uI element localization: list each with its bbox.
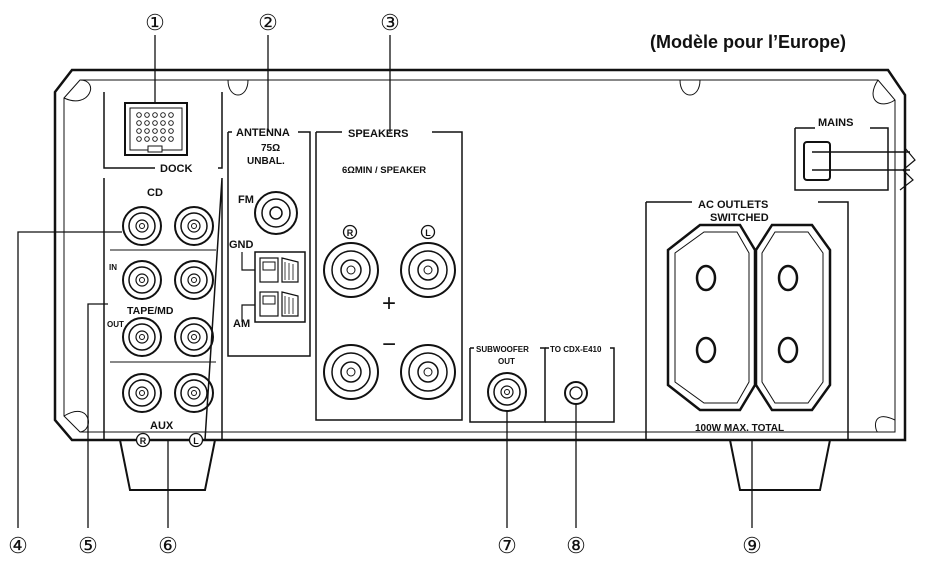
callout-2: ② — [258, 10, 278, 35]
mains-label: MAINS — [818, 117, 853, 129]
speaker-l-plus-terminal — [400, 242, 456, 298]
dock-connector — [124, 102, 188, 156]
fm-jack — [254, 191, 298, 235]
speakers-label: SPEAKERS — [348, 128, 409, 140]
aux-l-jack — [174, 373, 214, 413]
callout-4: ④ — [8, 533, 28, 558]
analog-io-section: CD IN TAPE/MD OUT AUX R L — [103, 177, 223, 448]
am-gnd-terminals — [254, 251, 306, 323]
subwoofer-section: SUBWOOFER OUT — [469, 345, 546, 423]
tape-out-r-jack — [122, 317, 162, 357]
tape-out-l-jack — [174, 317, 214, 357]
plus-sign: + — [382, 290, 396, 317]
gnd-label: GND — [229, 239, 254, 251]
callout-5: ⑤ — [78, 533, 98, 558]
max-total-label: 100W MAX. TOTAL — [695, 423, 784, 434]
leader-4 — [17, 231, 122, 528]
ac-outlet-right — [754, 223, 832, 412]
tape-in-r-jack — [122, 260, 162, 300]
cdx-section: TO CDX-E410 — [545, 345, 615, 423]
fm-label: FM — [238, 194, 254, 206]
svg-text:R: R — [140, 436, 147, 446]
callout-numbers: ① ② ③ ④ ⑤ ⑥ ⑦ ⑧ ⑨ — [8, 10, 762, 558]
speaker-r-plus-terminal — [323, 242, 379, 298]
tape-md-label: TAPE/MD — [127, 305, 174, 317]
mains-cord — [803, 141, 916, 191]
antenna-section: ANTENNA 75Ω UNBAL. FM GND AM — [227, 127, 311, 357]
speakers-section: SPEAKERS 6ΩMIN / SPEAKER R L + − — [315, 128, 463, 421]
am-label: AM — [233, 318, 250, 330]
speaker-l-minus-terminal — [400, 344, 456, 400]
aux-r-marker: R — [135, 432, 151, 448]
callout-9: ⑨ — [742, 533, 762, 558]
callout-6: ⑥ — [158, 533, 178, 558]
speaker-r-minus-terminal — [323, 344, 379, 400]
cdx-jack — [564, 381, 588, 405]
ac-outlets-section: AC OUTLETS SWITCHED 100W MAX. TOTAL — [645, 199, 849, 441]
leader-5 — [87, 303, 108, 528]
out-label: OUT — [107, 320, 124, 329]
to-cdx-label: TO CDX-E410 — [550, 345, 602, 354]
svg-text:R: R — [347, 228, 354, 238]
cd-label: CD — [147, 187, 163, 199]
aux-label: AUX — [150, 420, 174, 432]
tape-in-l-jack — [174, 260, 214, 300]
callout-7: ⑦ — [497, 533, 517, 558]
callout-3: ③ — [380, 10, 400, 35]
speaker-l-marker: L — [420, 224, 436, 240]
aux-r-jack — [122, 373, 162, 413]
minus-sign: − — [382, 331, 396, 358]
ac-outlets-label: AC OUTLETS — [698, 199, 768, 211]
callout-8: ⑧ — [566, 533, 586, 558]
ac-outlet-left — [666, 223, 757, 412]
region-label: (Modèle pour l’Europe) — [650, 32, 846, 52]
callout-leaders — [17, 35, 753, 528]
aux-l-marker: L — [188, 432, 204, 448]
subwoofer-label: SUBWOOFER — [476, 345, 529, 354]
dock-label: DOCK — [160, 163, 192, 175]
mains-section: MAINS — [794, 117, 916, 191]
cd-l-jack — [174, 206, 214, 246]
antenna-unbal-label: UNBAL. — [247, 156, 285, 167]
subwoofer-out-label: OUT — [498, 357, 515, 366]
speaker-r-marker: R — [342, 224, 358, 240]
subwoofer-jack — [487, 372, 527, 412]
dock-section: DOCK — [103, 92, 223, 175]
callout-1: ① — [145, 10, 165, 35]
speaker-min-label: 6ΩMIN / SPEAKER — [342, 165, 426, 176]
svg-text:L: L — [193, 436, 199, 446]
antenna-ohm-label: 75Ω — [261, 143, 280, 154]
switched-label: SWITCHED — [710, 212, 769, 224]
antenna-label: ANTENNA — [236, 127, 290, 139]
svg-text:L: L — [425, 228, 431, 238]
in-label: IN — [109, 263, 117, 272]
cd-r-jack — [122, 206, 162, 246]
